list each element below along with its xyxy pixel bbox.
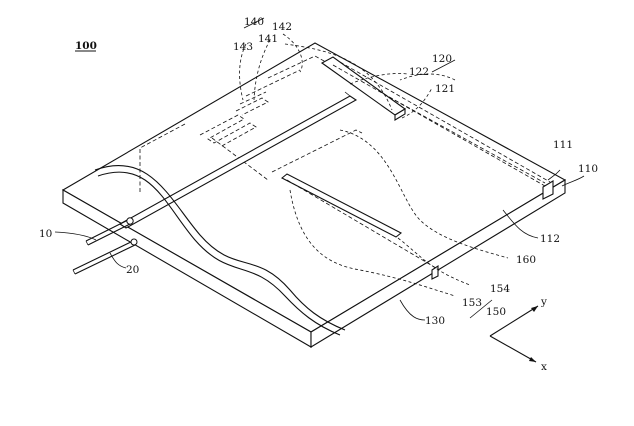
bar-120-hidden-edge-a — [332, 64, 546, 187]
feed-20-end — [72, 269, 76, 275]
label-axis-y: y — [540, 296, 547, 308]
label-120: 120 — [432, 53, 452, 65]
leader-112 — [502, 209, 539, 239]
leader-111 — [547, 169, 561, 181]
element-120-bar — [320, 56, 554, 200]
strip-121-end — [344, 91, 351, 97]
leader-120 — [399, 73, 456, 81]
leader-160 — [339, 129, 509, 259]
axes — [489, 305, 539, 363]
label-143: 143 — [233, 41, 253, 53]
label-153: 153 — [462, 297, 482, 309]
bar-122-end — [394, 108, 406, 121]
feed-10-wire-b — [87, 223, 131, 246]
leader-143 — [239, 43, 247, 101]
leader-154 — [397, 237, 471, 286]
leader-lines — [54, 17, 585, 321]
label-150: 150 — [486, 306, 506, 318]
hidden-outline-left — [139, 123, 186, 194]
leader-130 — [399, 299, 426, 321]
label-111: 111 — [553, 139, 573, 151]
label-141: 141 — [258, 33, 278, 45]
leader-142b — [284, 43, 393, 111]
label-112: 112 — [540, 233, 560, 245]
label-20: 20 — [126, 264, 139, 276]
strip-153-hidden — [271, 129, 363, 173]
meander-feed-line — [245, 69, 301, 97]
label-130: 130 — [425, 315, 445, 327]
axis-y-line — [489, 305, 539, 337]
feed-20-wire-b — [74, 244, 136, 275]
cable-edge-upper — [94, 164, 346, 331]
label-10: 10 — [39, 228, 52, 240]
strip-154-hidden — [286, 179, 437, 269]
axis-x-arrow — [529, 357, 536, 362]
axis-x-line — [489, 335, 537, 363]
leader-20 — [109, 252, 127, 269]
axis-y-arrow — [531, 306, 538, 312]
bracket-120 — [431, 59, 456, 73]
strip-154-connector — [431, 264, 439, 280]
feed-20-wire-a — [72, 240, 134, 271]
plate-front-right-face — [310, 179, 566, 348]
label-100: 100 — [75, 40, 97, 52]
label-160: 160 — [516, 254, 536, 266]
bracket-150 — [469, 299, 493, 319]
flex-cable-130 — [94, 164, 346, 336]
label-154: 154 — [490, 283, 510, 295]
element-143-meander — [199, 69, 301, 148]
bracket-140 — [243, 17, 265, 29]
label-122: 122 — [409, 66, 429, 78]
label-121: 121 — [435, 83, 455, 95]
cable-edge-lower — [97, 171, 341, 336]
reference-labels: 100 110 111 112 10 20 120 121 122 130 14… — [39, 16, 598, 373]
label-140: 140 — [244, 16, 264, 28]
leader-110 — [561, 175, 585, 187]
label-110: 110 — [578, 163, 598, 175]
bar-120-connector — [542, 180, 554, 200]
leader-141 — [253, 39, 271, 101]
label-axis-x: x — [541, 361, 547, 373]
feed-10-point — [126, 217, 134, 225]
element-154-strip — [271, 129, 439, 280]
feed-10-wire-a — [85, 219, 129, 242]
leader-10 — [54, 231, 97, 241]
leader-121 — [401, 87, 433, 119]
strip-154-top — [280, 173, 403, 238]
meander-trace — [199, 91, 269, 148]
label-142: 142 — [272, 21, 292, 33]
feed-lines — [72, 217, 138, 275]
feed-20-point — [130, 238, 138, 246]
feed-10-end — [85, 240, 89, 246]
